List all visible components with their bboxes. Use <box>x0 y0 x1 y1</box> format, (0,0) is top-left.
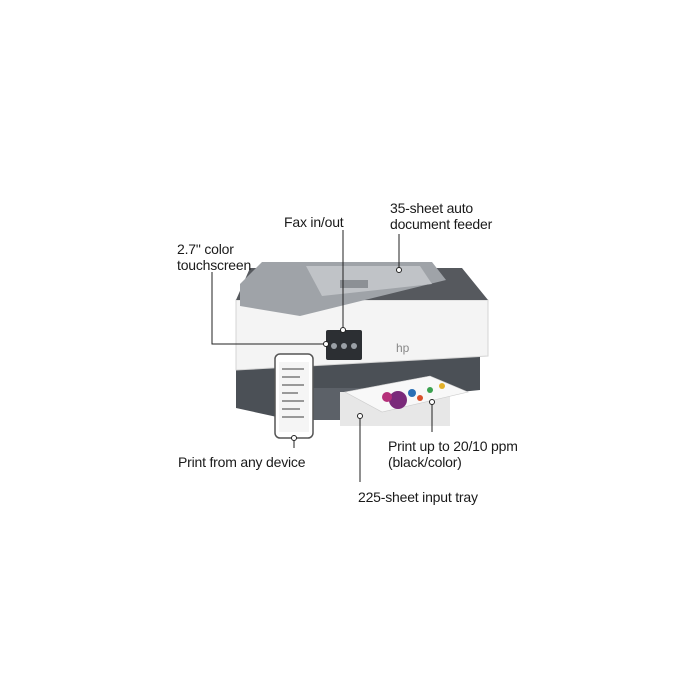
print-graphic <box>439 383 445 389</box>
callout-adf-line1: 35-sheet auto <box>390 200 474 216</box>
callout-device: Print from any device <box>178 454 305 470</box>
phone-ui-line <box>282 368 304 370</box>
phone-ui-line <box>282 408 300 410</box>
phone-ui-line <box>282 400 304 402</box>
phone-ui-line <box>282 376 300 378</box>
callout-touchscreen-line1: 2.7" color <box>177 241 234 257</box>
print-graphic <box>408 389 416 397</box>
callout-dot <box>340 327 346 333</box>
callout-tray: 225-sheet input tray <box>358 489 478 505</box>
touchscreen-icon <box>351 343 357 349</box>
callout-touchscreen: 2.7" color touchscreen <box>177 241 251 273</box>
callout-dot <box>396 267 402 273</box>
adf-tray <box>306 266 432 296</box>
print-graphic <box>417 395 423 401</box>
callout-dots <box>291 267 435 441</box>
callout-speed-line1: Print up to 20/10 ppm <box>388 438 518 454</box>
callout-device-line1: Print from any device <box>178 454 306 470</box>
callout-adf: 35-sheet auto document feeder <box>390 200 492 232</box>
phone-ui-line <box>282 392 298 394</box>
callout-adf-line2: document feeder <box>390 216 493 232</box>
phone-ui-line <box>282 384 304 386</box>
print-graphic <box>382 392 392 402</box>
callout-dot <box>323 341 329 347</box>
callout-fax: Fax in/out <box>284 214 344 230</box>
print-graphic <box>389 391 407 409</box>
leader-lines <box>211 230 433 482</box>
callout-dot <box>357 413 363 419</box>
touchscreen-icon <box>341 343 347 349</box>
touchscreen-icon <box>331 343 337 349</box>
print-graphic <box>427 387 433 393</box>
callout-touchscreen-line2: touchscreen <box>177 257 252 273</box>
phone-ui-line <box>282 416 304 418</box>
callout-speed: Print up to 20/10 ppm (black/color) <box>388 438 518 470</box>
leader-touchscreen <box>211 272 326 345</box>
callout-dot <box>429 399 435 405</box>
phone-screen <box>279 362 309 432</box>
callout-tray-line1: 225-sheet input tray <box>358 489 478 505</box>
callout-fax-line1: Fax in/out <box>284 214 344 230</box>
adf-slot <box>340 280 368 288</box>
hp-logo: hp <box>396 341 410 355</box>
callout-dot <box>291 435 297 441</box>
printed-page <box>344 375 469 413</box>
callout-speed-line2: (black/color) <box>388 454 462 470</box>
